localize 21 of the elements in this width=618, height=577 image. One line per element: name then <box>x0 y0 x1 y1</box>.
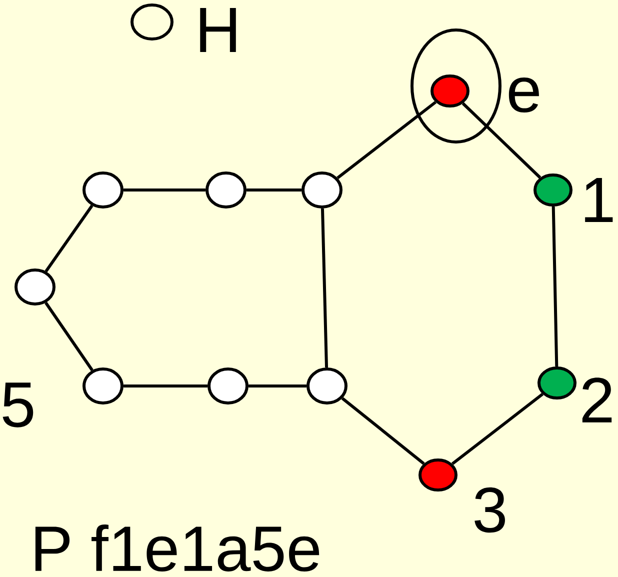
edge-line <box>44 302 94 372</box>
edge-line <box>451 392 544 466</box>
edge-line <box>44 204 94 272</box>
vertex-label: 2 <box>582 378 612 422</box>
edge-line <box>124 188 206 192</box>
edge-line <box>341 397 425 465</box>
edge-line <box>124 384 208 388</box>
label-text: 5 <box>2 382 34 428</box>
vertex-label: 3 <box>474 487 505 533</box>
edge-line <box>320 208 328 368</box>
edge-line <box>552 206 558 367</box>
vertex-label: 1 <box>585 178 613 222</box>
enclosing-ellipse <box>410 28 502 144</box>
label-text: H <box>200 8 236 52</box>
vertex <box>538 366 576 400</box>
edge-line <box>248 384 306 388</box>
label-text: P f1e1a5e <box>35 524 320 572</box>
edge-line <box>336 100 437 180</box>
edge-line <box>462 102 542 179</box>
vertex-label: e <box>508 77 539 113</box>
edge-line <box>246 188 302 192</box>
